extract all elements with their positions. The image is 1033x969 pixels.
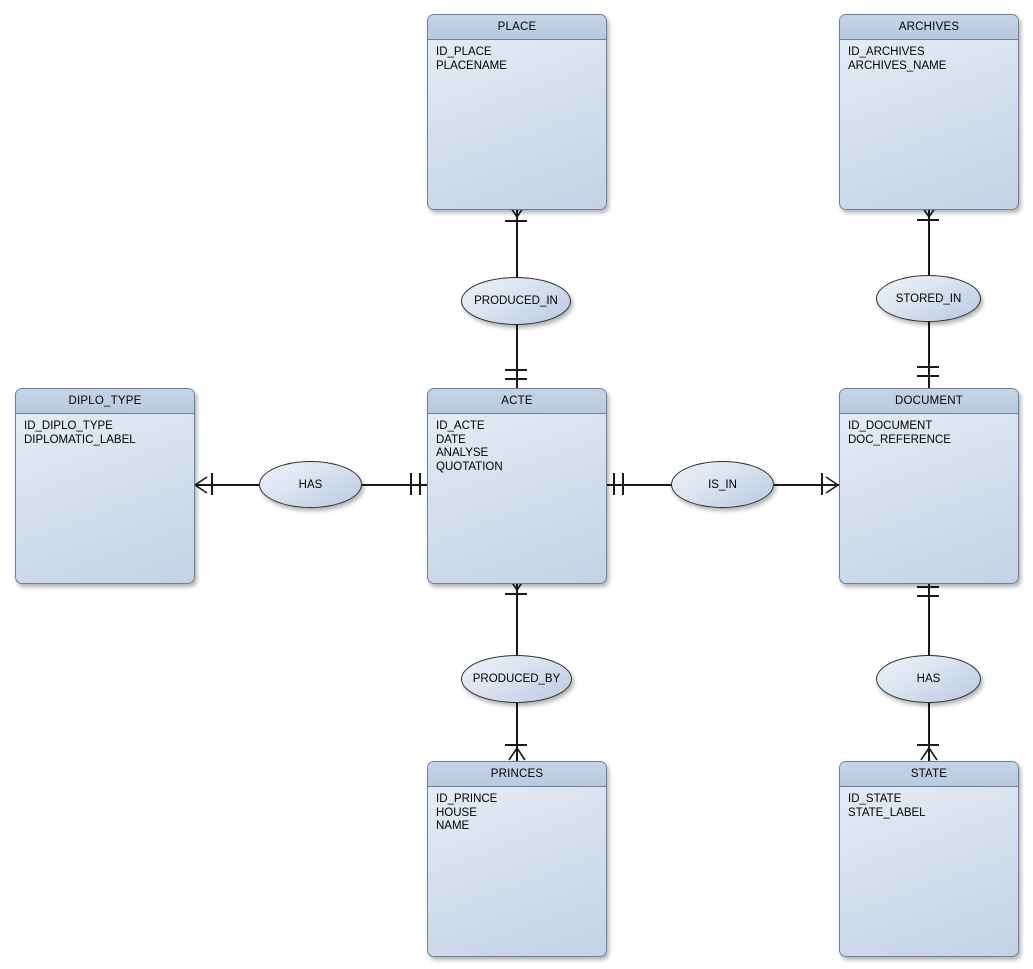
crowsfoot-princes — [508, 747, 526, 761]
attribute: DIPLOMATIC_LABEL — [24, 433, 136, 446]
connector-acte-produced-by — [516, 582, 518, 655]
tick-document-stored-in-b — [917, 375, 939, 377]
relationship-produced-by[interactable]: PRODUCED_BY — [461, 655, 572, 703]
tick-princes-one — [505, 744, 527, 746]
tick-acte-is-in-a — [613, 473, 615, 495]
attribute: HOUSE — [436, 806, 477, 819]
attribute: STATE_LABEL — [848, 806, 926, 819]
tick-acte-is-in-b — [622, 473, 624, 495]
attribute: ANALYSE — [436, 447, 489, 460]
connector-acte-is-in — [606, 484, 672, 486]
relationship-is-in[interactable]: IS_IN — [671, 461, 774, 508]
entity-state-title: STATE — [840, 762, 1018, 787]
crowsfoot-state — [920, 747, 938, 761]
entity-document-title: DOCUMENT — [840, 389, 1018, 414]
entity-acte-attributes: ID_ACTE DATE ANALYSE QUOTATION — [428, 414, 606, 474]
tick-state-one — [917, 744, 939, 746]
connector-has-state — [928, 702, 930, 762]
entity-archives-attributes: ID_ARCHIVES ARCHIVES_NAME — [840, 40, 1018, 73]
attribute: ID_ACTE — [436, 420, 485, 432]
attribute: QUOTATION — [436, 460, 503, 473]
attribute: ID_ARCHIVES — [848, 46, 925, 58]
attribute: NAME — [436, 820, 470, 833]
entity-diplo-type-attributes: ID_DIPLO_TYPE DIPLOMATIC_LABEL — [16, 414, 194, 447]
tick-document-stored-in-a — [917, 366, 939, 368]
crowsfoot-diplo-type — [194, 476, 208, 494]
entity-place-title: PLACE — [428, 15, 606, 40]
tick-place-one — [505, 220, 527, 222]
attribute: ID_PRINCE — [436, 793, 498, 805]
relationship-stored-in[interactable]: STORED_IN — [876, 275, 981, 322]
tick-document-has-b — [917, 595, 939, 597]
entity-diplo-type[interactable]: DIPLO_TYPE ID_DIPLO_TYPE DIPLOMATIC_LABE… — [15, 388, 195, 584]
attribute: DOC_REFERENCE — [848, 433, 951, 446]
attribute: DATE — [436, 433, 466, 446]
entity-princes-title: PRINCES — [428, 762, 606, 787]
relationship-produced-in[interactable]: PRODUCED_IN — [461, 277, 571, 325]
entity-archives-title: ARCHIVES — [840, 15, 1018, 40]
tick-archives-one — [917, 219, 939, 221]
tick-acte-produced-in-b — [505, 378, 527, 380]
tick-document-is-in-one — [821, 473, 823, 495]
tick-acte-produced-in-a — [505, 369, 527, 371]
connector-diplo-type-has — [194, 484, 259, 486]
relationship-has-state-label: HAS — [916, 673, 941, 685]
attribute: ID_DOCUMENT — [848, 420, 933, 432]
attribute: ID_DIPLO_TYPE — [24, 420, 113, 432]
connector-produced-by-princes — [516, 702, 518, 762]
entity-state-attributes: ID_STATE STATE_LABEL — [840, 787, 1018, 820]
relationship-is-in-label: IS_IN — [708, 478, 737, 491]
attribute: ID_PLACE — [436, 46, 492, 58]
entity-document[interactable]: DOCUMENT ID_DOCUMENT DOC_REFERENCE — [839, 388, 1019, 584]
connector-produced-in-acte — [516, 324, 518, 389]
entity-princes[interactable]: PRINCES ID_PRINCE HOUSE NAME — [427, 761, 607, 957]
relationship-produced-in-label: PRODUCED_IN — [474, 295, 558, 307]
connector-archives-stored-in — [928, 209, 930, 275]
tick-document-has-a — [917, 586, 939, 588]
entity-state[interactable]: STATE ID_STATE STATE_LABEL — [839, 761, 1019, 957]
entity-acte-title: ACTE — [428, 389, 606, 414]
entity-acte[interactable]: ACTE ID_ACTE DATE ANALYSE QUOTATION — [427, 388, 607, 584]
entity-archives[interactable]: ARCHIVES ID_ARCHIVES ARCHIVES_NAME — [839, 14, 1019, 210]
crowsfoot-document-is-in — [825, 476, 839, 494]
tick-acte-has-a — [410, 473, 412, 495]
tick-diplo-type-one — [211, 473, 213, 495]
tick-acte-has-b — [419, 473, 421, 495]
entity-document-attributes: ID_DOCUMENT DOC_REFERENCE — [840, 414, 1018, 447]
entity-diplo-type-title: DIPLO_TYPE — [16, 389, 194, 414]
relationship-has-diplo[interactable]: HAS — [259, 461, 362, 508]
connector-stored-in-document — [928, 321, 930, 389]
entity-place-attributes: ID_PLACE PLACENAME — [428, 40, 606, 73]
entity-princes-attributes: ID_PRINCE HOUSE NAME — [428, 787, 606, 834]
tick-acte-produced-by-one — [505, 593, 527, 595]
relationship-stored-in-label: STORED_IN — [895, 292, 962, 305]
connector-place-produced-in — [516, 209, 518, 277]
connector-has-acte — [362, 484, 428, 486]
attribute: ID_STATE — [848, 793, 902, 805]
relationship-has-state[interactable]: HAS — [876, 655, 981, 703]
relationship-produced-by-label: PRODUCED_BY — [472, 673, 561, 685]
attribute: PLACENAME — [436, 59, 507, 72]
connector-is-in-document — [774, 484, 840, 486]
entity-place[interactable]: PLACE ID_PLACE PLACENAME — [427, 14, 607, 210]
attribute: ARCHIVES_NAME — [848, 59, 947, 72]
relationship-has-diplo-label: HAS — [298, 478, 323, 491]
connector-document-has-state — [928, 582, 930, 655]
